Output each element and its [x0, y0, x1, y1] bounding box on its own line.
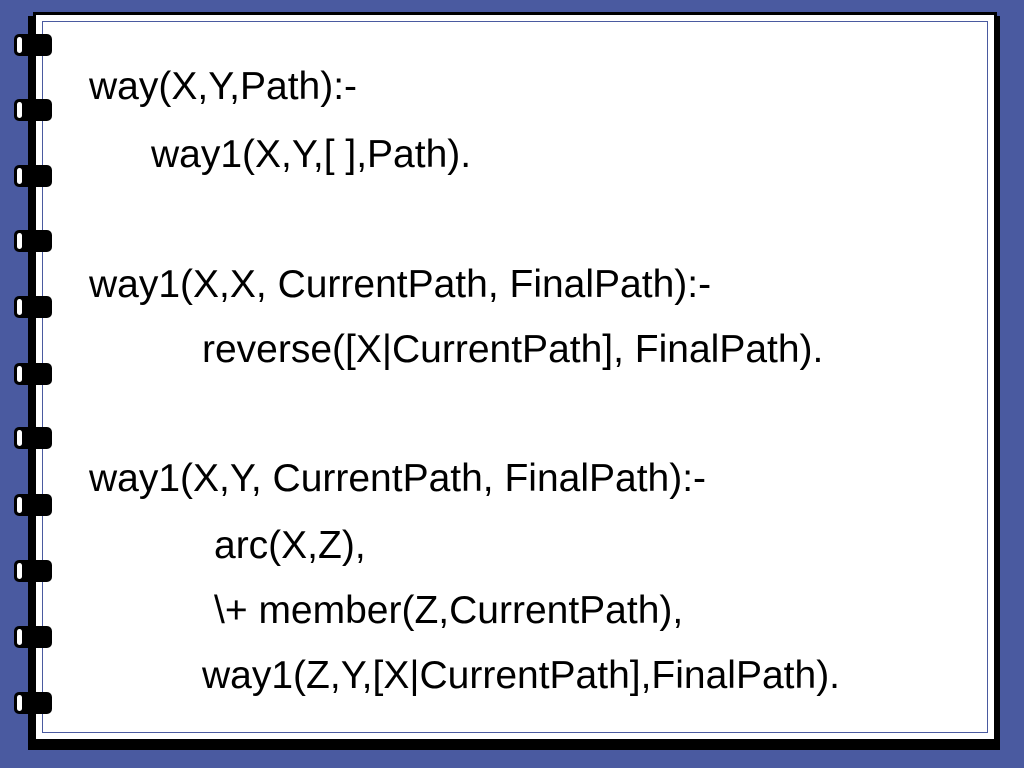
binder-ring-icon — [14, 165, 52, 187]
binder-ring-icon — [14, 494, 52, 516]
code-line-7: \+ member(Z,CurrentPath), — [214, 589, 684, 632]
binder-ring-icon — [14, 99, 52, 121]
notebook-page: way(X,Y,Path):- way1(X,Y,[ ],Path). way1… — [33, 12, 997, 742]
code-line-2: way1(X,Y,[ ],Path). — [151, 133, 472, 176]
binder-ring-icon — [14, 560, 52, 582]
code-line-4: reverse([X|CurrentPath], FinalPath). — [202, 328, 824, 371]
prolog-code-block: way(X,Y,Path):- way1(X,Y,[ ],Path). way1… — [36, 15, 994, 739]
binder-ring-icon — [14, 230, 52, 252]
code-line-6: arc(X,Z), — [214, 524, 366, 567]
code-line-1: way(X,Y,Path):- — [89, 65, 358, 108]
binder-ring-icon — [14, 363, 52, 385]
binder-ring-icon — [14, 626, 52, 648]
binder-ring-icon — [14, 34, 52, 56]
binder-ring-icon — [14, 692, 52, 714]
code-line-3: way1(X,X, CurrentPath, FinalPath):- — [89, 263, 712, 306]
binder-ring-icon — [14, 296, 52, 318]
binder-ring-icon — [14, 427, 52, 449]
code-line-8: way1(Z,Y,[X|CurrentPath],FinalPath). — [202, 654, 841, 697]
code-line-5: way1(X,Y, CurrentPath, FinalPath):- — [89, 457, 707, 500]
